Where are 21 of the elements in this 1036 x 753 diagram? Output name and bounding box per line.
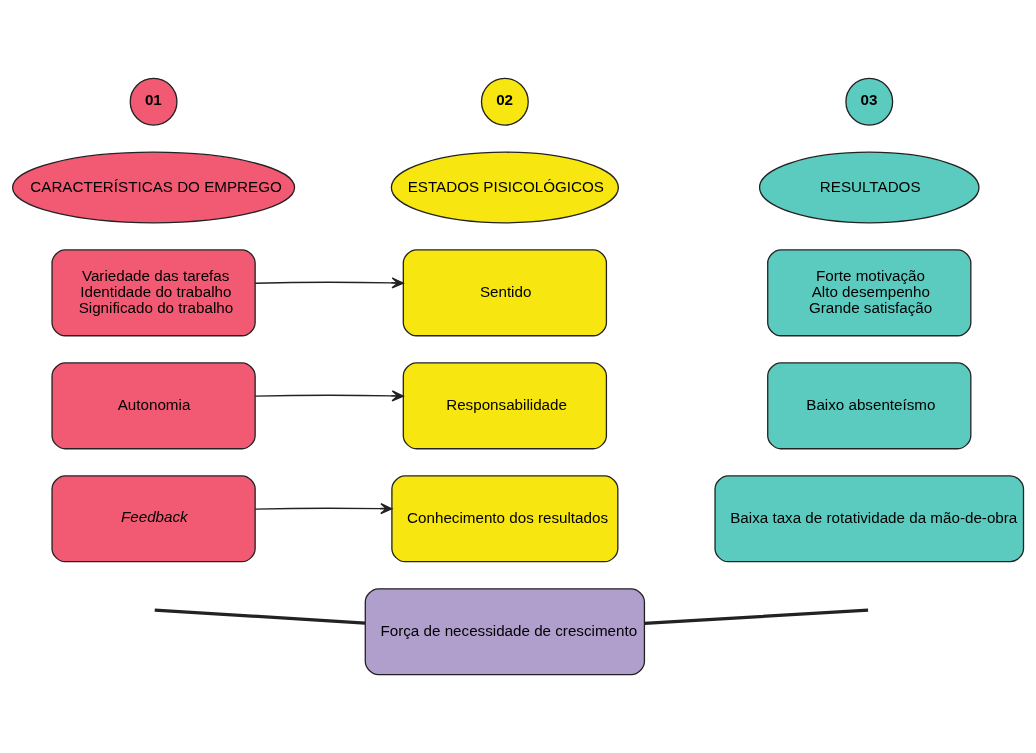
- arrow: [254, 390, 404, 402]
- node-box: Responsabilidade: [402, 362, 608, 450]
- node-ellipse: CARACTERÍSTICAS DO EMPREGO: [11, 151, 296, 224]
- node-box: Baixo absenteísmo: [767, 362, 972, 450]
- node-box: Forte motivação Alto desempenho Grande satisfação: [767, 249, 972, 337]
- node-box: Sentido: [402, 249, 608, 337]
- node-box: Força de necessidade de crescimento: [364, 588, 646, 676]
- node-box: Baixa taxa de rotatividade da mão-de-obra: [714, 475, 1025, 563]
- node-box: Conhecimento dos resultados: [391, 475, 619, 563]
- node-box: Feedback: [51, 475, 256, 563]
- node-circle: 01: [129, 77, 178, 126]
- node-ellipse: ESTADOS PISICOLÓGICOS: [390, 151, 619, 224]
- arrow: [254, 503, 393, 515]
- arrow: [254, 277, 404, 289]
- node-circle: 03: [845, 77, 894, 126]
- connector: [644, 608, 869, 626]
- node-box: Autonomia: [51, 362, 256, 450]
- node-ellipse: RESULTADOS: [758, 151, 980, 224]
- node-box: Variedade das tarefas Identidade do trabalho Significado do trabalho: [51, 249, 256, 337]
- connector: [154, 608, 366, 625]
- node-circle: 02: [480, 77, 529, 126]
